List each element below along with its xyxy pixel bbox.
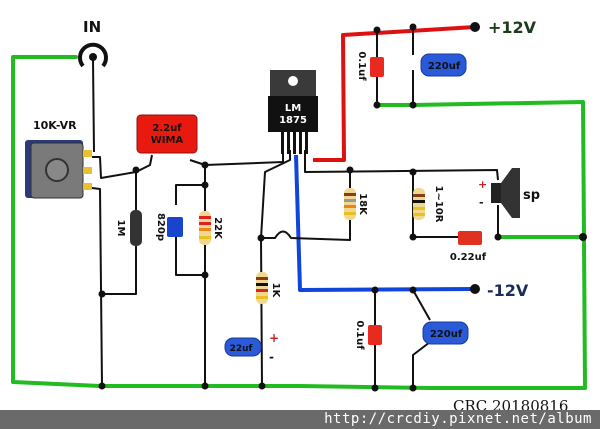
speaker-label: sp xyxy=(523,188,540,203)
input-capacitor-icon xyxy=(136,114,198,154)
speaker-plus: + xyxy=(478,178,487,191)
r-input-label: 22K xyxy=(212,217,223,240)
resistor-zobel-icon xyxy=(413,188,425,220)
r-feedback-label: 18K xyxy=(357,193,368,216)
negative-rail xyxy=(294,154,476,292)
resistor-1m-icon xyxy=(130,210,142,246)
potentiometer-icon xyxy=(25,140,92,199)
vneg-label: -12V xyxy=(487,281,529,300)
capacitor-pos-big-icon xyxy=(420,53,467,77)
capacitor-neg-small-icon xyxy=(368,325,382,345)
footer-bar: http://crcdiy.pixnet.net/album xyxy=(0,410,600,429)
ic-label-line1: LM xyxy=(285,103,301,114)
resistor-22k-icon xyxy=(199,211,211,245)
capacitor-neg-big-icon xyxy=(422,321,469,345)
r-zobel-label: 1~10R xyxy=(433,186,444,223)
resistor-1k-icon xyxy=(256,272,268,304)
ic-lm1875-icon xyxy=(268,70,318,154)
footer-url[interactable]: http://crcdiy.pixnet.net/album xyxy=(324,411,592,427)
input-jack-icon xyxy=(78,42,108,68)
speaker-icon xyxy=(491,168,520,218)
speaker-minus: - xyxy=(479,196,484,209)
c-filter-label: 820p xyxy=(155,213,166,241)
input-label: IN xyxy=(83,18,101,36)
c-fb-minus: - xyxy=(269,350,274,364)
resistor-18k-icon xyxy=(344,188,356,220)
c-pos-big-label: 220uf xyxy=(428,61,461,72)
input-cap-brand: WIMA xyxy=(151,135,184,146)
capacitor-zobel-icon xyxy=(458,231,482,245)
capacitor-22uf-icon xyxy=(224,337,262,357)
r-bias-label: 1M xyxy=(115,220,126,237)
c-zobel-label: 0.22uf xyxy=(450,252,487,263)
circuit-diagram: IN 10K-VR 2.2uf WIMA 1M 820p 22K LM 1875 xyxy=(11,18,587,392)
junction-dots xyxy=(98,22,587,392)
c-feedback-label: 22uf xyxy=(230,344,253,354)
c-fb-plus: + xyxy=(269,331,279,345)
c-pos-small-label: 0.1uf xyxy=(356,51,367,81)
ground-wires xyxy=(11,55,587,390)
r-ground-label: 1K xyxy=(270,283,281,299)
capacitor-pos-small-icon xyxy=(370,57,384,77)
input-cap-value: 2.2uf xyxy=(152,123,182,134)
capacitor-820p-icon xyxy=(167,217,183,237)
volume-label: 10K-VR xyxy=(33,119,77,132)
vpos-label: +12V xyxy=(488,18,537,37)
positive-rail xyxy=(313,25,476,162)
ic-label-line2: 1875 xyxy=(279,115,307,126)
c-neg-big-label: 220uf xyxy=(430,329,463,340)
c-neg-small-label: 0.1uf xyxy=(354,320,365,350)
